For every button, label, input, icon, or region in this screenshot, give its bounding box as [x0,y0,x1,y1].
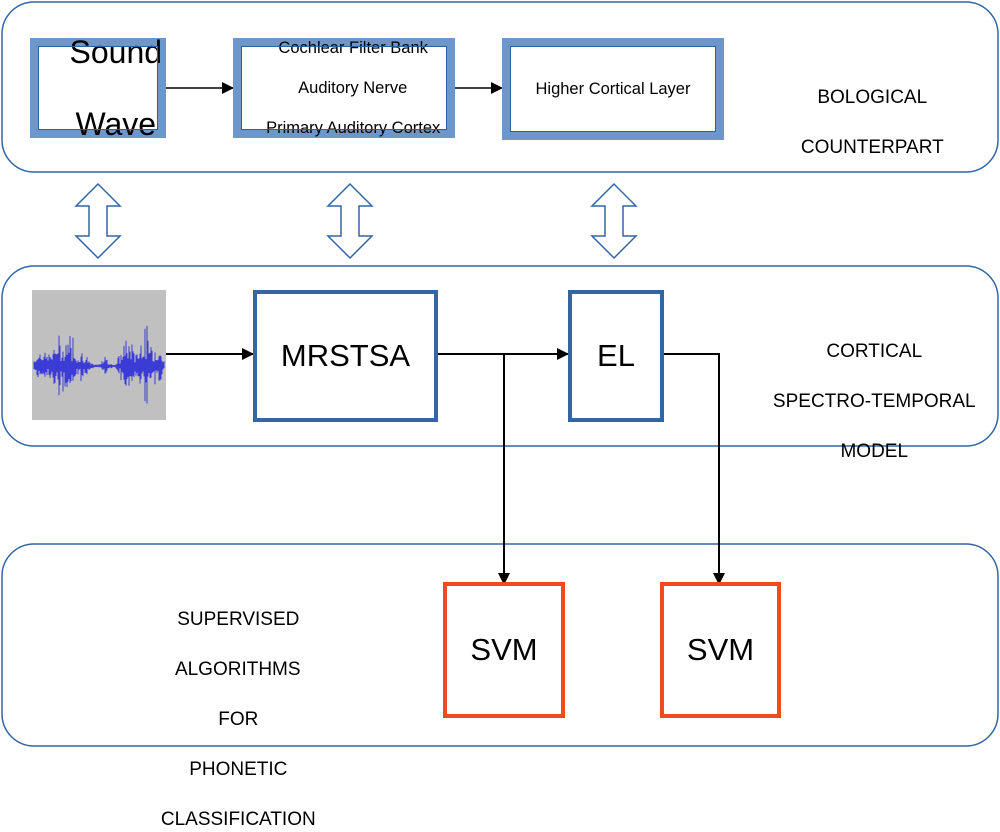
cortical-panel [1,265,999,447]
arrow-el-to-svm2 [664,353,725,585]
cochlear-line3: Primary Auditory Cortex [266,119,441,137]
higher-cortical-label: Higher Cortical Layer [535,80,691,98]
sound-wave-line2: Wave [75,106,157,142]
el-label: EL [597,337,635,373]
mrstsa-box: MRSTSA [253,290,438,422]
biological-label-line2: COUNTERPART [800,137,944,158]
mrstsa-label: MRSTSA [280,337,411,373]
cortical-label-line2: SPECTRO-TEMPORAL [772,391,976,412]
cortical-label-line1: CORTICAL [826,341,923,362]
cochlear-box: Cochlear Filter Bank Auditory Nerve Prim… [233,38,455,138]
higher-cortical-box: Higher Cortical Layer [502,38,724,140]
biological-panel-label: BOLOGICAL COUNTERPART [752,60,982,160]
supervised-label-line1: SUPERVISED [177,609,300,630]
supervised-label-line3: FOR [218,709,259,730]
bidirectional-arrow-cortical [590,182,638,260]
cortical-label-line3: MODEL [840,441,909,462]
el-box: EL [568,290,664,422]
supervised-label-line5: CLASSIFICATION [160,809,316,830]
waveform-image [32,290,166,420]
svm-box-1: SVM [443,582,565,718]
cochlear-line1: Cochlear Filter Bank [278,39,428,57]
cortical-panel-label: CORTICAL SPECTRO-TEMPORAL MODEL [744,314,994,464]
bidirectional-arrow-sound [74,182,122,260]
biological-label-line1: BOLOGICAL [817,87,928,108]
supervised-label-line4: PHONETIC [189,759,288,780]
bidirectional-arrow-cochlear [326,182,374,260]
sound-wave-box: Sound Wave [30,34,166,142]
svm-label-1: SVM [470,631,538,667]
svm-box-2: SVM [660,582,781,718]
cochlear-line2: Auditory Nerve [298,79,408,97]
supervised-panel-label: SUPERVISED ALGORITHMS FOR PHONETIC CLASS… [118,582,348,832]
sound-wave-line1: Sound [69,34,163,70]
svm-label-2: SVM [686,631,755,667]
supervised-label-line2: ALGORITHMS [174,659,301,680]
